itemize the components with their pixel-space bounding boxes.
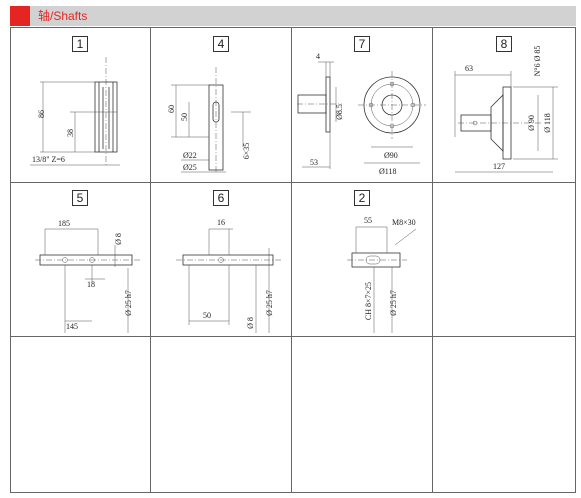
shaft-number-2: 2 xyxy=(354,190,370,206)
section-header: 轴/Shafts xyxy=(10,6,576,26)
shaft-cell-4: 4 60 50 Ø22 Ø25 6×35 xyxy=(151,27,292,183)
dim-38: 38 xyxy=(66,129,75,137)
dim-d22: Ø22 xyxy=(183,151,197,160)
shaft-cell-2: 2 55 M8×30 CH 8×7×25 Ø 25 h7 xyxy=(292,183,433,337)
shaft-drawing-1: 86 38 13/8" Z=6 xyxy=(30,57,120,167)
dim-63: 63 xyxy=(465,64,473,73)
thread-spec: M8×30 xyxy=(392,218,416,227)
section-marker xyxy=(10,6,30,26)
shaft-number-4: 4 xyxy=(213,36,229,52)
dim-d90: Ø 90 xyxy=(527,115,536,131)
dim-d118: Ø118 xyxy=(379,167,396,176)
dim-18: 18 xyxy=(87,280,95,289)
dim-holes: N°6 Ø 85 xyxy=(533,46,542,77)
dim-d25: Ø 25 h7 xyxy=(389,290,398,316)
dim-d90: Ø90 xyxy=(384,151,398,160)
empty-cell xyxy=(151,337,292,493)
dim-d118: Ø 118 xyxy=(543,113,552,132)
shaft-drawing-5: 185 Ø 8 18 145 Ø 25 h7 xyxy=(35,219,140,333)
dim-d25: Ø 25 h7 xyxy=(265,290,274,316)
shaft-cell-7: 7 4 Ø8.5 Ø90 Ø118 53 xyxy=(292,27,433,183)
dim-16: 16 xyxy=(217,218,225,227)
dim-key: 6×35 xyxy=(242,143,251,160)
shaft-cell-1: 1 86 38 13/8" Z=6 xyxy=(10,27,151,183)
shaft-drawing-6: 16 50 Ø 8 Ø 25 h7 xyxy=(176,218,281,333)
spline-spec: 13/8" Z=6 xyxy=(32,155,65,164)
shaft-cell-5: 5 185 Ø 8 18 145 Ø 25 h7 xyxy=(10,183,151,337)
shaft-drawing-2: 55 M8×30 CH 8×7×25 Ø 25 h7 xyxy=(347,216,417,333)
shaft-number-1: 1 xyxy=(72,36,88,52)
dim-d8: Ø 8 xyxy=(114,233,123,245)
shaft-number-7: 7 xyxy=(354,36,370,52)
dim-86: 86 xyxy=(37,110,46,118)
section-title: 轴/Shafts xyxy=(38,9,88,23)
empty-cell xyxy=(292,337,433,493)
dim-d25: Ø25 xyxy=(183,163,197,172)
shaft-cell-8: 8 63 N°6 Ø 85 Ø 90 Ø 118 127 xyxy=(433,27,576,183)
empty-cell xyxy=(433,337,576,493)
shaft-number-6: 6 xyxy=(213,190,229,206)
shaft-cell-6: 6 16 50 Ø 8 Ø 25 h7 xyxy=(151,183,292,337)
empty-cell xyxy=(10,337,151,493)
shafts-grid: 1 86 38 13/8" Z=6 4 xyxy=(10,27,576,493)
shaft-number-5: 5 xyxy=(72,190,88,206)
dim-d8-5: Ø8.5 xyxy=(335,104,344,120)
dim-50: 50 xyxy=(180,113,189,121)
dim-185: 185 xyxy=(58,219,70,228)
shaft-number-8: 8 xyxy=(496,36,512,52)
dim-d8: Ø 8 xyxy=(246,317,255,329)
shaft-drawing-4: 60 50 Ø22 Ø25 6×35 xyxy=(167,67,251,173)
key-spec: CH 8×7×25 xyxy=(364,282,373,320)
dim-53: 53 xyxy=(310,158,318,167)
dim-thickness: 4 xyxy=(316,52,320,61)
shaft-drawing-8: 63 N°6 Ø 85 Ø 90 Ø 118 127 xyxy=(454,46,558,173)
dim-d25: Ø 25 h7 xyxy=(124,290,133,316)
empty-cell xyxy=(433,183,576,337)
dim-145: 145 xyxy=(66,322,78,331)
dim-60: 60 xyxy=(167,105,176,113)
dim-50: 50 xyxy=(203,311,211,320)
dim-55: 55 xyxy=(364,216,372,225)
shaft-drawing-7: 4 Ø8.5 Ø90 Ø118 53 xyxy=(297,52,426,176)
dim-127: 127 xyxy=(493,162,505,171)
